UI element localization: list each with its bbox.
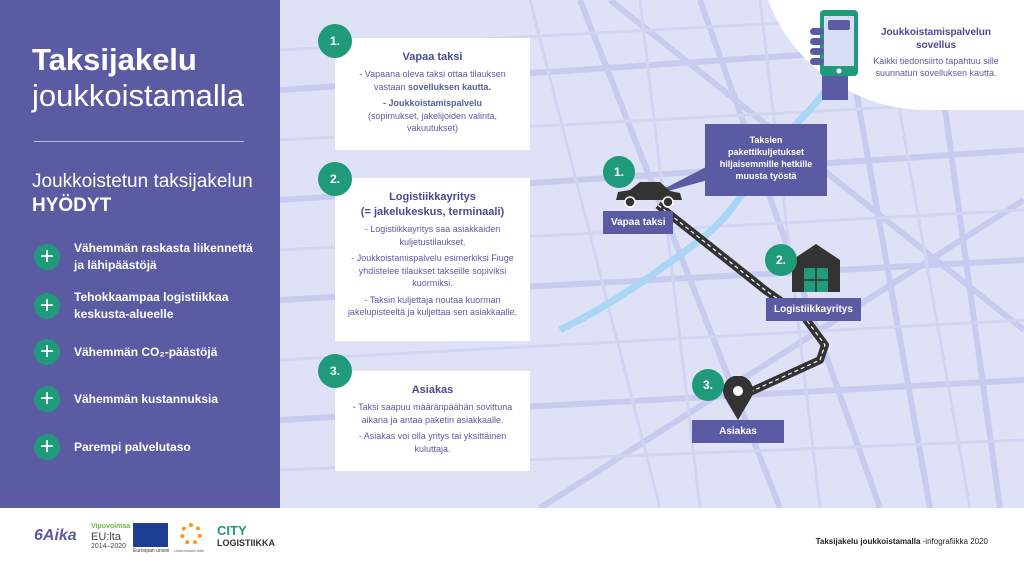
benefit-item: + Vähemmän kustannuksia	[34, 386, 218, 412]
app-text: Kaikki tiedonsiirto tapahtuu sille suunn…	[873, 56, 999, 78]
location-pin-icon	[723, 376, 753, 420]
text: Vipuvoimaa	[91, 523, 131, 530]
subtitle-line1: Joukkoistetun taksijakelun	[32, 171, 253, 192]
card-text: - Taksin kuljettaja noutaa kuorman jakel…	[347, 294, 518, 318]
text-bold: - Joukkoistamispalvelu	[382, 98, 483, 108]
title-line2: joukkoistamalla	[32, 78, 244, 113]
text: LOGISTIIKKA	[217, 538, 275, 548]
step-number: 3.	[318, 354, 352, 388]
text: - Vapaana oleva taksi ottaa tilauksen va…	[359, 69, 506, 92]
speech-bubble: Taksien pakettikuljetukset hiljaisemmill…	[705, 124, 827, 196]
card-text: - Taksi saapuu määränpäähän sovittuna ai…	[352, 402, 513, 425]
card-text: - Asiakas voi olla yritys tai yksittäine…	[358, 431, 507, 454]
logistics-label: Logistiikkayritys	[766, 298, 861, 321]
card-text: - Vapaana oleva taksi ottaa tilauksen va…	[343, 68, 522, 93]
card-text: - Logistiikkayritys saa asiakkaiden kulj…	[364, 224, 501, 247]
benefit-text: Vähemmän kustannuksia	[74, 391, 219, 406]
step-number: 1.	[318, 24, 352, 58]
subtitle-line2: HYÖDYT	[32, 195, 112, 216]
text: EU:lta	[91, 531, 121, 543]
step-card-customer: Asiakas - Taksi saapuu määränpäähän sovi…	[335, 371, 530, 471]
benefit-text: ja lähipäästöjä	[74, 258, 157, 272]
uusimaa-logo-icon	[180, 523, 202, 545]
text: (= jakelukeskus, terminaali)	[360, 206, 505, 218]
plus-icon: +	[34, 434, 60, 460]
footer-caption: Taksijakelu joukkoistamalla -infografiik…	[816, 537, 988, 546]
plus-icon: +	[34, 244, 60, 270]
plus-icon: +	[34, 339, 60, 365]
step-number: 2.	[318, 162, 352, 196]
benefit-text: keskusta-alueelle	[74, 307, 174, 321]
plus-icon: +	[34, 293, 60, 319]
card-title: Vapaa taksi	[402, 51, 463, 63]
text: -infografiikka 2020	[920, 537, 988, 546]
plus-icon: +	[34, 386, 60, 412]
map-number: 1.	[603, 156, 635, 188]
benefit-text: Tehokkaampaa logistiikkaa	[74, 290, 229, 304]
step-card-logistics: Logistiikkayritys (= jakelukeskus, termin…	[335, 178, 530, 341]
text: 2014–2020	[91, 543, 127, 550]
step-card-taxi: Vapaa taksi - Vapaana oleva taksi ottaa …	[335, 38, 530, 150]
benefit-item: + Tehokkaampaa logistiikkaa keskusta-aluee…	[34, 289, 229, 323]
text: Uudenmaan liitto	[174, 548, 205, 553]
title-line1: Taksijakelu	[32, 42, 197, 77]
text: Logistiikkayritys	[389, 191, 476, 203]
warehouse-icon	[792, 244, 840, 292]
taxi-car-icon	[616, 182, 682, 208]
taxi-label: Vapaa taksi	[603, 211, 674, 234]
card-text: - Joukkoistamispalvelu esimerkiksi Fiuge…	[351, 253, 514, 288]
text: (sopimukset, jakelijoiden valinta, vakuu…	[367, 110, 498, 134]
logo-6aika: 6Aika	[34, 527, 77, 544]
text-bold: sovelluksen kautta.	[407, 81, 492, 92]
map-number: 3.	[692, 369, 724, 401]
benefit-text: Parempi palvelutaso	[74, 439, 191, 454]
benefit-text: Vähemmän raskasta liikennettä	[74, 241, 253, 255]
card-title: Asiakas	[411, 384, 454, 396]
benefit-text: Vähemmän CO₂-päästöjä	[74, 344, 218, 359]
text-bold: Taksijakelu joukkoistamalla	[815, 537, 921, 546]
map-number: 2.	[765, 244, 797, 276]
card-title: Logistiikkayritys (= jakelukeskus, termin…	[343, 190, 522, 220]
benefit-item: + Vähemmän CO₂-päästöjä	[34, 339, 217, 365]
text: CITY	[217, 523, 247, 538]
benefit-item: + Vähemmän raskasta liikennettä ja lähipää…	[34, 240, 253, 274]
app-title: Joukkoistamispalvelun sovellus	[880, 27, 992, 51]
card-text: - Joukkoistamispalvelu (sopimukset, jakel…	[343, 97, 522, 135]
divider	[34, 141, 244, 142]
customer-label: Asiakas	[692, 420, 784, 443]
benefit-item: + Parempi palvelutaso	[34, 434, 191, 460]
text: Euroopan unioni	[133, 548, 170, 554]
eu-flag-icon	[133, 523, 168, 547]
phone-in-hand-icon	[810, 10, 858, 100]
